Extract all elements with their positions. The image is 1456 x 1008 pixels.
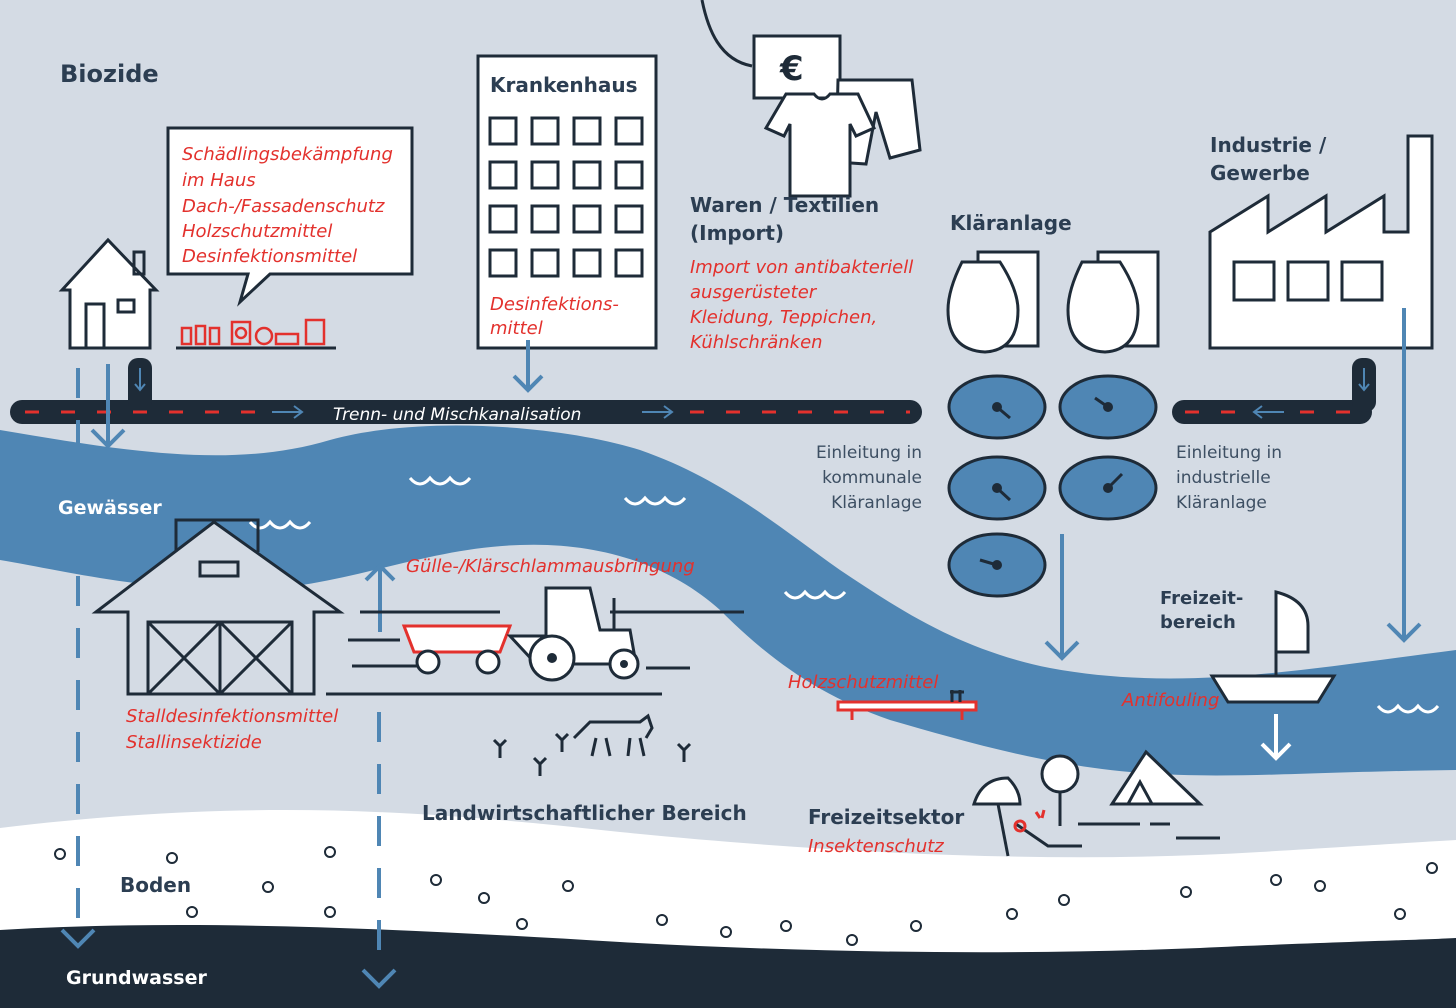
house-speech-bubble bbox=[166, 126, 414, 307]
house-item-4: Holzschutzmittel bbox=[182, 221, 332, 242]
hospital-building-icon bbox=[476, 54, 658, 350]
price-tag-icon bbox=[752, 34, 842, 100]
discharge-municipal-line1: Einleitung in bbox=[816, 443, 922, 463]
wave-1 bbox=[408, 475, 472, 486]
hospital-windows bbox=[488, 116, 644, 278]
sewer-pipe-main bbox=[10, 400, 922, 424]
jetty-icon bbox=[836, 690, 978, 720]
sewer-flow-arrow-1 bbox=[272, 405, 304, 419]
wave-3 bbox=[248, 519, 312, 530]
settling-basins bbox=[947, 374, 1158, 598]
price-tag-string bbox=[700, 0, 753, 68]
digester-tank-icon bbox=[946, 250, 1040, 354]
industry-title-line1: Industrie / bbox=[1210, 133, 1327, 157]
house-item-2: im Haus bbox=[182, 170, 256, 191]
jetty-label: Holzschutzmittel bbox=[788, 672, 938, 693]
tractor-icon bbox=[326, 586, 744, 696]
industry-outflow-arrow bbox=[1386, 308, 1422, 643]
boat-down-arrow bbox=[1260, 714, 1292, 761]
water-label: Gewässer bbox=[58, 497, 162, 519]
leisure-label: Insektenschutz bbox=[808, 836, 944, 857]
barn-item-2: Stallinsektizide bbox=[126, 732, 262, 753]
goods-item-4: Kühlschränken bbox=[690, 332, 823, 353]
soil-label: Boden bbox=[120, 873, 191, 897]
beach-umbrella-icon bbox=[971, 776, 1022, 857]
hospital-arrow bbox=[512, 340, 544, 393]
drop-arrow-industry bbox=[1358, 368, 1370, 392]
leisure-title: Freizeitsektor bbox=[808, 805, 964, 829]
tent-door bbox=[1126, 778, 1154, 805]
product-bottles-icon bbox=[180, 318, 326, 346]
sailboat-icon bbox=[1209, 590, 1337, 704]
house-item-3: Dach-/Fassadenschutz bbox=[182, 196, 385, 217]
sunbather-icon bbox=[1013, 809, 1082, 848]
tshirt-icon bbox=[763, 92, 877, 198]
wave-4 bbox=[783, 589, 847, 600]
goods-title-line2: (Import) bbox=[690, 221, 784, 245]
barn-icon bbox=[91, 518, 345, 696]
treatment-plant-title: Kläranlage bbox=[950, 211, 1072, 235]
groundwater-arrow-2 bbox=[361, 968, 397, 989]
discharge-industrial-line1: Einleitung in bbox=[1176, 443, 1282, 463]
hospital-use-line1: Desinfektions- bbox=[490, 294, 619, 315]
boat-label: Antifouling bbox=[1121, 690, 1219, 711]
hospital-use-line2: mittel bbox=[490, 318, 543, 339]
house-item-1: Schädlingsbekämpfung bbox=[182, 144, 393, 165]
industry-title-line2: Gewerbe bbox=[1210, 161, 1310, 185]
plants-icon bbox=[492, 732, 692, 776]
manure-up-arrow bbox=[364, 563, 396, 632]
goods-item-1: Import von antibakteriell bbox=[690, 257, 913, 278]
groundwater-arrow-1 bbox=[60, 928, 96, 949]
house-item-5: Desinfektionsmittel bbox=[182, 246, 357, 267]
sewer-flow-arrow-3 bbox=[1252, 405, 1284, 419]
goods-item-3: Kleidung, Teppichen, bbox=[690, 307, 877, 328]
soil-pebbles bbox=[54, 846, 1438, 946]
goods-title-line1: Waren / Textilien bbox=[690, 193, 879, 217]
boat-area-line1: Freizeit- bbox=[1160, 588, 1243, 609]
title: Biozide bbox=[60, 60, 159, 88]
barn-item-1: Stalldesinfektionsmittel bbox=[126, 706, 338, 727]
factory-windows bbox=[1232, 260, 1384, 302]
drop-arrow-house bbox=[134, 368, 146, 392]
cow-icon bbox=[572, 713, 654, 757]
groundwater-layer bbox=[0, 925, 1456, 1008]
boat-area-line2: bereich bbox=[1160, 612, 1236, 633]
discharge-municipal-line3: Kläranlage bbox=[831, 493, 922, 513]
treatment-plant-outflow-arrow bbox=[1044, 534, 1080, 661]
river bbox=[0, 425, 1456, 776]
discharge-industrial-line3: Kläranlage bbox=[1176, 493, 1267, 513]
goods-item-2: ausgerüsteter bbox=[690, 282, 818, 303]
groundwater-label: Grundwasser bbox=[66, 967, 207, 989]
house-icon bbox=[58, 237, 160, 350]
manure-label: Gülle-/Klärschlammausbringung bbox=[406, 556, 695, 577]
price-tag-currency: € bbox=[779, 49, 804, 89]
agriculture-label: Landwirtschaftlicher Bereich bbox=[422, 801, 747, 825]
sewer-label: Trenn- und Mischkanalisation bbox=[333, 405, 581, 425]
factory-icon bbox=[1208, 134, 1434, 350]
tree-icon bbox=[1040, 754, 1080, 826]
wave-5 bbox=[1376, 703, 1440, 714]
hospital-title: Krankenhaus bbox=[490, 73, 638, 97]
wave-2 bbox=[623, 495, 687, 506]
discharge-industrial-line2: industrielle bbox=[1176, 468, 1271, 488]
sewer-flow-arrow-2 bbox=[642, 405, 674, 419]
discharge-municipal-line2: kommunale bbox=[822, 468, 922, 488]
digester-tank-icon-2 bbox=[1066, 250, 1160, 354]
house-runoff-arrow bbox=[90, 364, 126, 449]
